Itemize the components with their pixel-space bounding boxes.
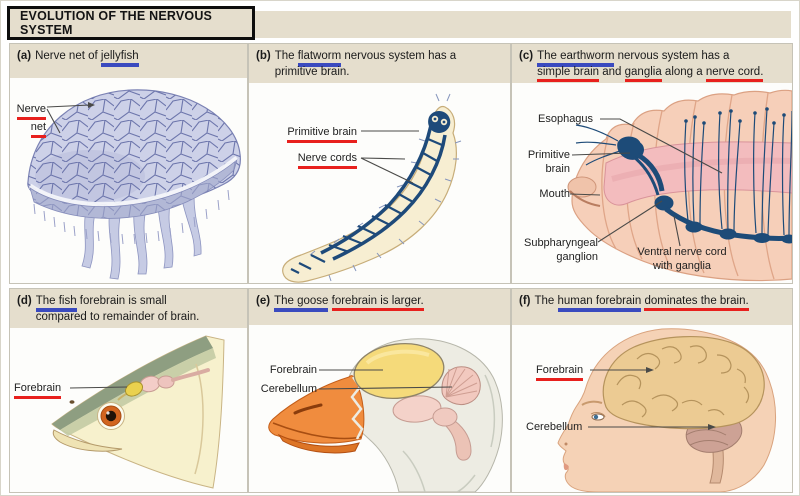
label-subpharyngeal-ganglion: Subpharyngeal ganglion (523, 237, 598, 264)
label-primitive-brain: Primitive brain (527, 149, 570, 176)
caption-segment: nervous system has a primitive brain. (274, 50, 457, 78)
panel-c-body: Esophagus Primitive brain Mouth Subphary… (512, 83, 792, 283)
fish-illustration (51, 335, 225, 489)
label-forebrain: Forebrain (536, 364, 584, 382)
panel-f-header: (f) The human forebrain dominates the br… (512, 289, 792, 325)
panel-letter: (c) (519, 50, 534, 62)
jellyfish-tentacles (81, 195, 202, 280)
label-forebrain: Forebrain (14, 382, 62, 400)
panel-letter: (e) (256, 295, 271, 307)
caption-segment: dominates the brain. (644, 295, 749, 311)
leader-lines (569, 118, 723, 247)
panel-e-header: (e) The goose forebrain is larger. (249, 289, 510, 325)
human-brain-gyri (616, 345, 750, 418)
caption-segment: and (599, 65, 625, 78)
goose-brain (353, 342, 481, 461)
fish-brain (117, 368, 210, 401)
flatworm-illustration (282, 93, 462, 283)
caption-segment: The earthworm (537, 50, 615, 67)
panel-letter: (a) (17, 50, 32, 62)
caption-segment: nerve cord. (705, 65, 764, 82)
panel-c: (c) The earthworm nervous system has a s… (511, 43, 793, 284)
label-nerve-cords: Nerve cords (261, 152, 357, 170)
label-mouth: Mouth (539, 188, 570, 201)
panel-a-header: (a) Nerve net of jellyfish (10, 44, 247, 78)
label-ventral-nerve-cord: Ventral nerve cord with ganglia (637, 246, 727, 273)
goose-cerebellum (441, 366, 481, 406)
panel-d-header: (d) The fish forebrain is small compared… (10, 289, 247, 329)
label-primitive-brain: Primitive brain (261, 126, 357, 144)
leader-lines (360, 130, 419, 184)
caption-segment: jellyfish (100, 50, 139, 67)
caption-segment: human forebrain (557, 295, 642, 312)
panel-grid: (a) Nerve net of jellyfish (9, 43, 793, 493)
earthworm-esophagus (603, 141, 792, 206)
panel-caption: The flatworm nervous system has a primit… (274, 49, 457, 80)
panel-f: (f) The human forebrain dominates the br… (511, 288, 793, 493)
panel-e-body: Forebrain Cerebellum (249, 325, 510, 492)
earthworm-mouth (569, 190, 601, 208)
panel-a: (a) Nerve net of jellyfish (9, 43, 248, 284)
panel-caption: The earthworm nervous system has a simpl… (537, 49, 764, 82)
panel-letter: (b) (256, 50, 271, 62)
caption-segment: forebrain is small compared to remainder… (35, 295, 200, 323)
caption-segment: simple brain (537, 65, 600, 82)
panel-letter: (f) (519, 295, 531, 307)
caption-segment: ganglia (624, 65, 662, 82)
leader-lines (69, 386, 128, 389)
flatworm-cilia (309, 93, 462, 282)
caption-segment: nervous system has a (617, 50, 730, 62)
earthworm-nervous-system (575, 107, 792, 244)
panel-f-body: Forebrain Cerebellum (512, 325, 792, 492)
earthworm-illustration (567, 89, 792, 282)
goose-illustration (268, 338, 503, 492)
caption-segment: Nerve net of (35, 50, 101, 62)
leader-lines (588, 369, 710, 428)
figure-title-box: EVOLUTION OF THE NERVOUS SYSTEM (7, 6, 255, 40)
panel-caption: The human forebrain dominates the brain. (535, 294, 749, 322)
leader-lines (46, 104, 91, 134)
human-head-illustration (557, 328, 776, 492)
caption-segment: The fish (35, 295, 77, 312)
panel-b: (b) The flatworm nervous system has a pr… (248, 43, 511, 284)
jellyfish-illustration (27, 89, 241, 280)
panel-b-header: (b) The flatworm nervous system has a pr… (249, 44, 510, 84)
label-forebrain: Forebrain (269, 364, 317, 376)
panel-b-body: Primitive brain Nerve cords (249, 83, 510, 283)
caption-segment: along a (661, 65, 706, 78)
panel-d-body: Forebrain (10, 328, 247, 492)
caption-segment: flatworm (297, 50, 342, 67)
caption-segment: forebrain is larger. (331, 295, 424, 311)
figure-title: EVOLUTION OF THE NERVOUS SYSTEM (20, 9, 213, 37)
jellyfish-fringe (33, 189, 230, 245)
panel-caption: The fish forebrain is small compared to … (35, 294, 200, 325)
caption-segment: The goose (274, 295, 329, 312)
panel-e: (e) The goose forebrain is larger. (248, 288, 511, 493)
fish-eye (97, 402, 125, 431)
flatworm-nerve-cords (290, 124, 447, 275)
label-nerve-net: Nerve net (11, 103, 46, 139)
panel-d: (d) The fish forebrain is small compared… (9, 288, 248, 493)
fish-mouth (52, 429, 123, 452)
label-cerebellum: Cerebellum (260, 383, 317, 395)
panel-c-header: (c) The earthworm nervous system has a s… (512, 44, 792, 84)
human-forebrain (602, 336, 765, 430)
panel-letter: (d) (17, 295, 32, 307)
fish-forebrain (124, 381, 144, 397)
panel-a-body: Nerve net (10, 78, 247, 283)
leader-lines (318, 369, 453, 390)
label-esophagus: Esophagus (538, 113, 594, 126)
caption-segment: The (274, 50, 298, 62)
panel-caption: The goose forebrain is larger. (274, 294, 424, 322)
panel-caption: Nerve net of jellyfish (35, 49, 139, 75)
label-cerebellum: Cerebellum (526, 421, 583, 433)
human-eye (590, 412, 606, 421)
caption-segment: The (534, 295, 558, 307)
